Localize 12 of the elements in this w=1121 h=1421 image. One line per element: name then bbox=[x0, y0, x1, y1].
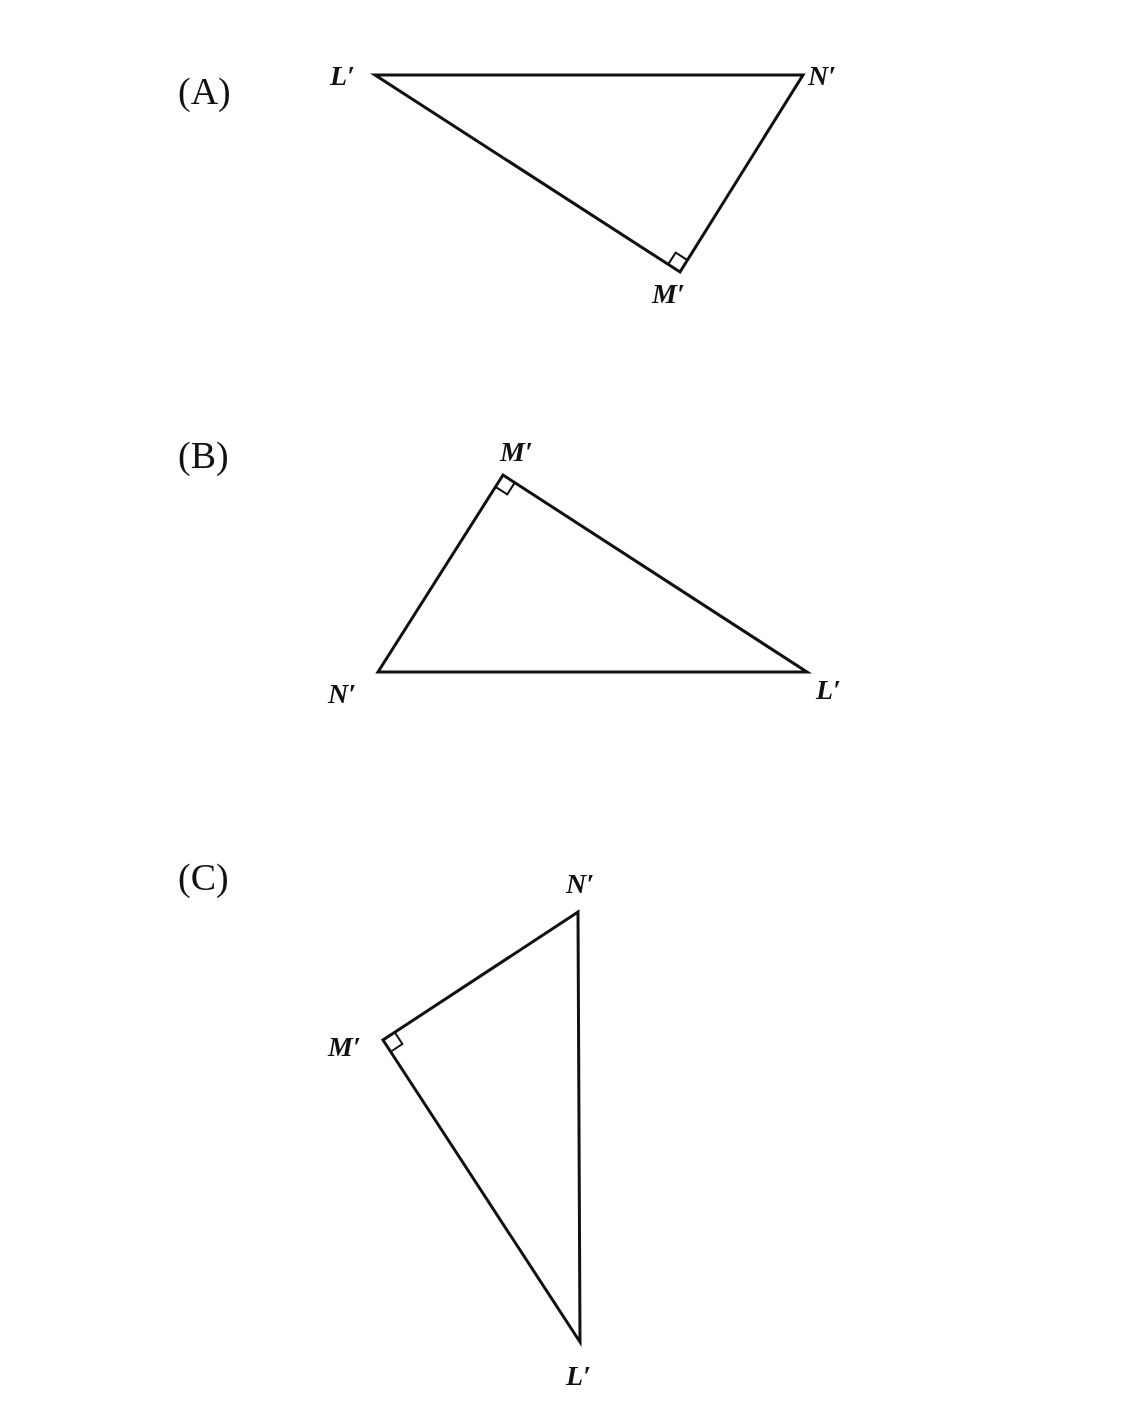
option-label: (A) bbox=[178, 72, 231, 110]
option-label: (C) bbox=[178, 858, 229, 896]
vertex-label: M′ bbox=[652, 280, 685, 308]
vertex-label: N′ bbox=[566, 870, 595, 898]
vertex-label: M′ bbox=[500, 438, 533, 466]
vertex-label: N′ bbox=[328, 680, 357, 708]
vertex-label: L′ bbox=[330, 62, 355, 90]
option-label: (B) bbox=[178, 436, 229, 474]
vertex-label: N′ bbox=[808, 62, 837, 90]
vertex-label: L′ bbox=[816, 676, 841, 704]
vertex-label: L′ bbox=[566, 1362, 591, 1390]
vertex-label: M′ bbox=[328, 1033, 361, 1061]
